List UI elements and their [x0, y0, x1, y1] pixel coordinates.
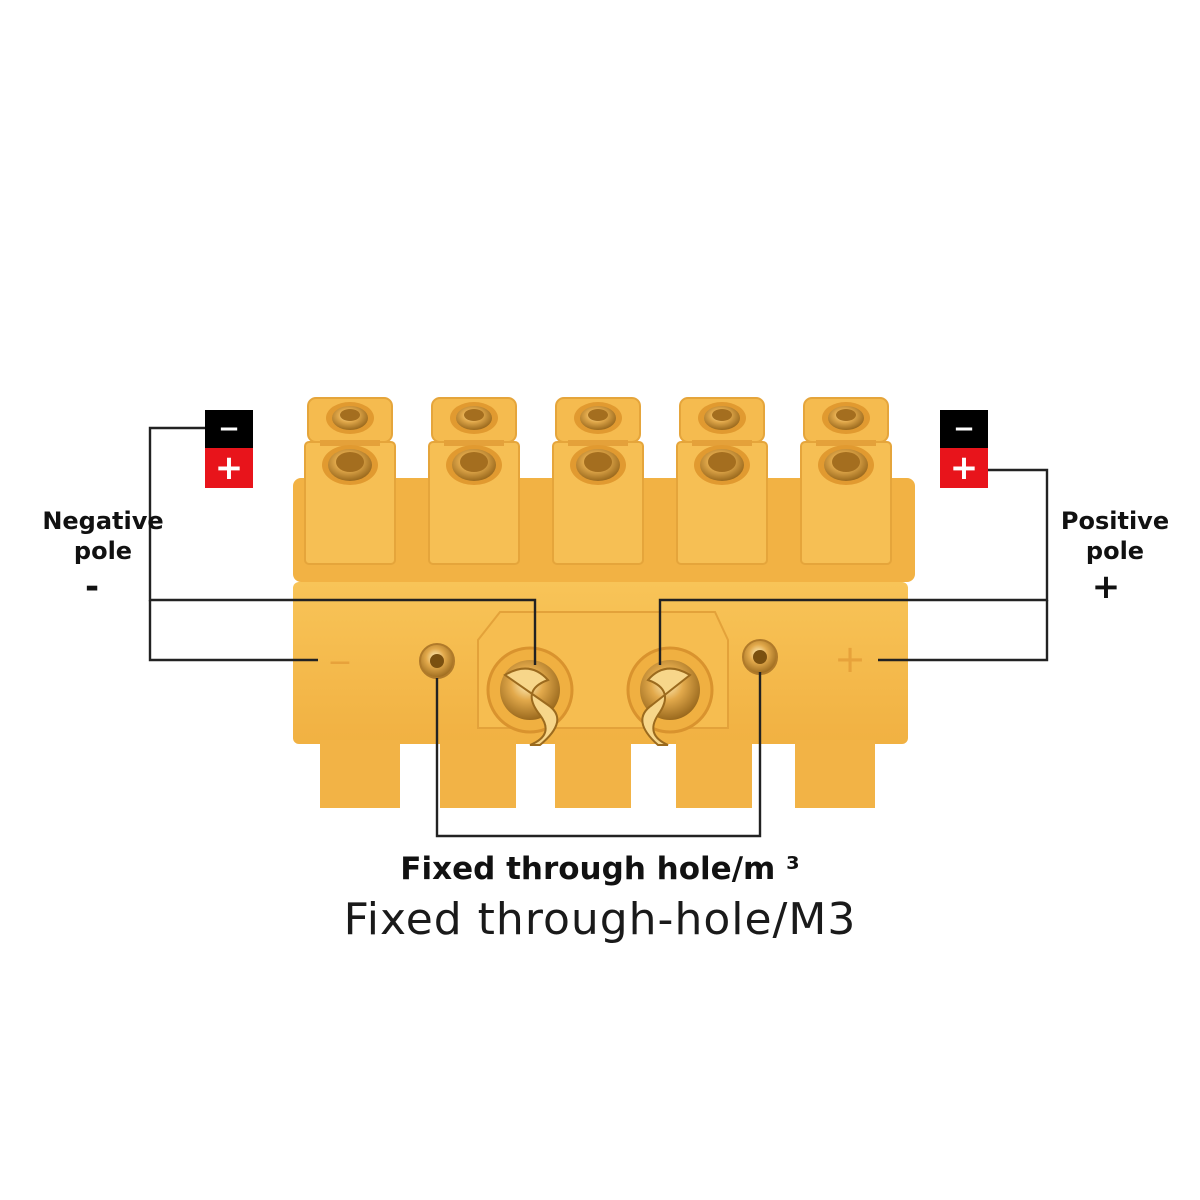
caption-line-1: Fixed through hole/m ³: [400, 851, 800, 887]
neg-leader-lower: [148, 600, 318, 662]
polarity-swatch-right: − +: [940, 410, 988, 488]
negative-pole-label: Negative pole: [42, 507, 164, 565]
center-contacts: [486, 646, 714, 746]
pos-leader-lower: [878, 600, 1049, 662]
body-minus-mark: −: [327, 645, 352, 680]
body-plus-mark: +: [834, 637, 866, 681]
negative-sign: -: [84, 567, 100, 607]
socket-tower: [428, 397, 520, 565]
hole-leader: [435, 672, 762, 838]
plus-icon: +: [940, 448, 988, 488]
positive-pole-label: Positive pole: [1060, 507, 1170, 565]
caption-line-2: Fixed through-hole/M3: [343, 894, 857, 945]
mounting-holes: [419, 639, 778, 679]
socket-tower: [552, 397, 644, 565]
minus-icon: −: [940, 410, 988, 448]
socket-towers: [304, 397, 892, 565]
minus-icon: −: [205, 410, 253, 448]
socket-tower: [800, 397, 892, 565]
positive-sign: +: [1091, 567, 1121, 607]
socket-tower: [304, 397, 396, 565]
polarity-swatch-left: − +: [205, 410, 253, 488]
plus-icon: +: [205, 448, 253, 488]
socket-tower: [676, 397, 768, 565]
leader-lines: [148, 426, 1049, 838]
